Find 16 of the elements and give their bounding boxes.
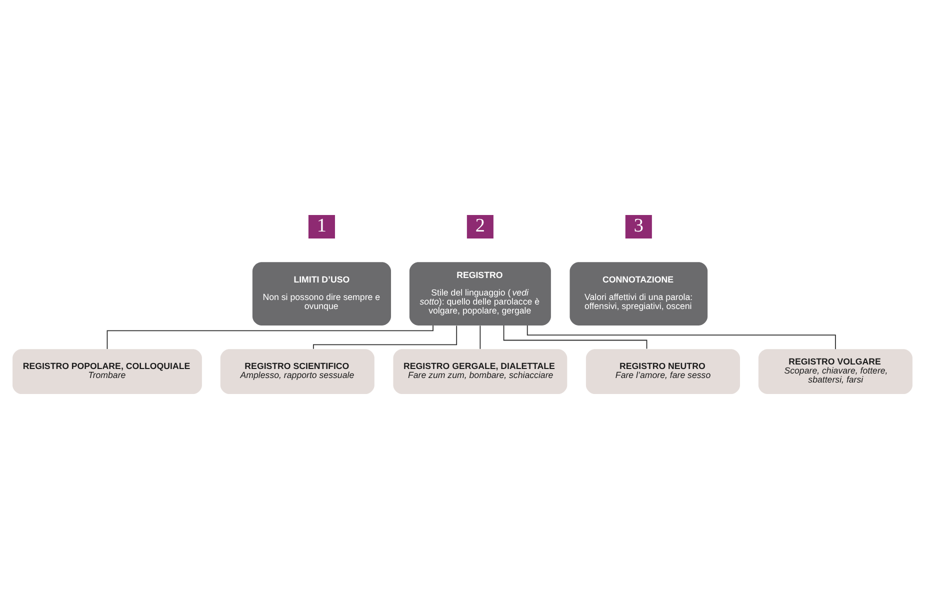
connector	[526, 324, 836, 350]
connector	[503, 324, 648, 349]
node-box: REGISTRO SCIENTIFICO Amplesso, rapporto sessuale	[220, 348, 374, 394]
node-box: REGISTRO NEUTRO Fare l’amore, fare sesso	[586, 348, 740, 394]
node-box: LIMITI D’USO Non si possono dire sempre e ovunque	[252, 262, 391, 325]
connector	[480, 324, 481, 349]
node-box: 2	[466, 214, 494, 238]
node-box: REGISTRO VOLGARE Scopare, chiavare, fottere, sbattersi, farsi	[758, 348, 912, 394]
node-box: REGISTRO Stile del linguaggio (vedi sotto): quello delle parolacce è volgare, popolare, gergale	[409, 262, 551, 325]
node-box: REGISTRO POPOLARE, COLLOQUIALE Trombare	[12, 348, 202, 394]
node-box: 1	[308, 214, 335, 238]
connector	[106, 324, 434, 349]
node-box: 3	[625, 214, 652, 238]
node-box: CONNOTAZIONE Valori affettivi di una parola: offensivi, spregiativi, osceni	[570, 262, 708, 325]
node-box: REGISTRO GERGALE, DIALETTALE Fare zum zum, bombare, schiacciare	[393, 348, 568, 394]
connector	[312, 324, 458, 349]
